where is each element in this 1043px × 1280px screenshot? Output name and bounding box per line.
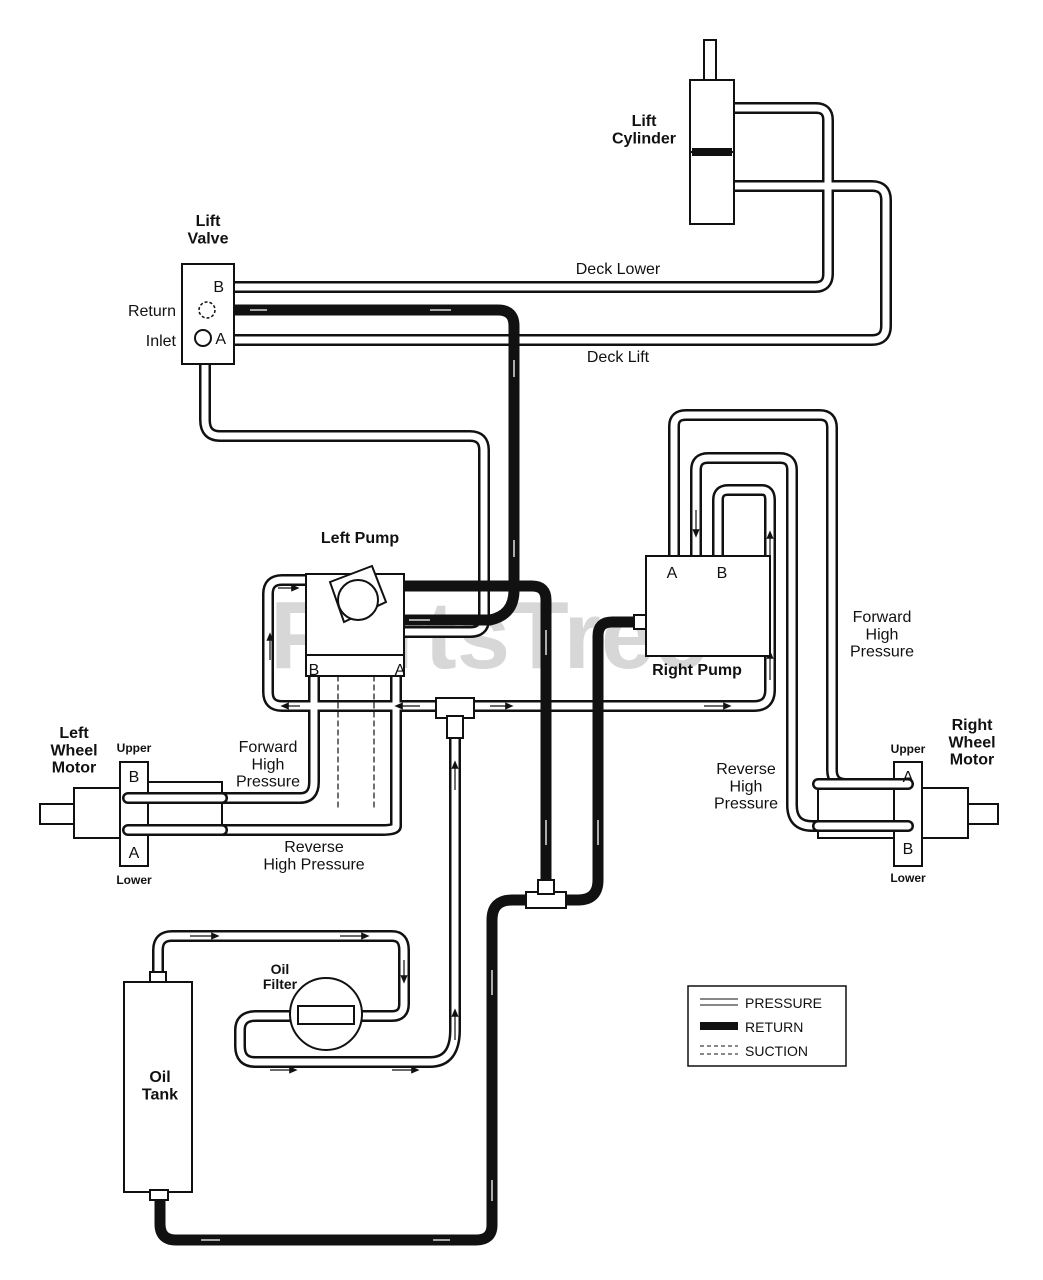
flow-arrows: [192, 306, 602, 1244]
left-motor-port-a-label: A: [129, 845, 140, 862]
left-motor-port-b-label: B: [129, 769, 140, 786]
pressure-flow-arrows: [190, 510, 774, 1074]
right-motor-port-a-label: A: [903, 769, 914, 786]
legend-suction-swatch: [700, 1045, 738, 1055]
left-pump-port-a-label: A: [395, 662, 406, 679]
pressure-lines: [122, 102, 902, 1068]
legend: PRESSURE RETURN SUCTION: [687, 985, 847, 1067]
legend-suction-label: SUCTION: [745, 1043, 808, 1059]
return-tee-stem: [537, 879, 555, 895]
right-pump-port-b-label: B: [717, 565, 728, 582]
legend-return-swatch: [700, 1022, 738, 1030]
left-pump-port-b-label: B: [309, 662, 320, 679]
right-motor-lower-label: Lower: [890, 871, 926, 885]
right-pump-port-a-label: A: [667, 565, 678, 582]
legend-pressure-label: PRESSURE: [745, 995, 822, 1011]
right-motor-upper-label: Upper: [891, 742, 926, 756]
oil-tank: [123, 971, 193, 1201]
lift-cylinder: [689, 39, 735, 225]
valve-port-b-label: B: [213, 279, 224, 296]
valve-port-a-label: A: [215, 331, 226, 348]
return-lines: [154, 304, 634, 1246]
left-motor-upper-label: Upper: [117, 741, 152, 755]
deck-lower-label: Deck Lower: [576, 261, 661, 278]
inlet-port-icon: [194, 329, 212, 347]
inlet-label: Inlet: [146, 333, 177, 350]
right-motor-port-b-label: B: [903, 841, 914, 858]
legend-return-label: RETURN: [745, 1019, 803, 1035]
legend-pressure-swatch: [700, 998, 738, 1006]
lift-valve: [181, 263, 235, 365]
pressure-tee-stem: [446, 715, 464, 739]
right-pump-label: Right Pump: [652, 662, 742, 679]
left-motor-lower-label: Lower: [116, 873, 152, 887]
left-pump-label: Left Pump: [321, 530, 399, 547]
return-label: Return: [128, 303, 176, 320]
oil-filter: [289, 977, 363, 1051]
return-port-icon: [198, 301, 216, 319]
right-pump: [633, 555, 771, 657]
left-pump: [305, 564, 405, 677]
deck-lift-label: Deck Lift: [587, 349, 650, 366]
left-wheel-motor: [39, 761, 223, 867]
